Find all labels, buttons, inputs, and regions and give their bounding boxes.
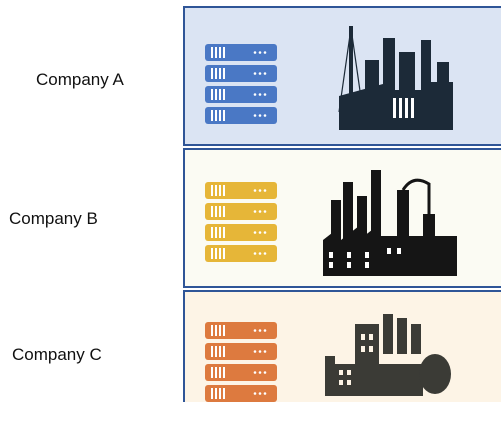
company-c-label: Company C: [12, 345, 102, 364]
server-icon: [205, 322, 277, 402]
company-b-label: Company B: [9, 209, 98, 228]
factory-icon: [338, 26, 453, 130]
server-icon: [205, 182, 277, 262]
factory-icon: [325, 314, 451, 396]
company-c-panel: [183, 290, 501, 402]
factory-icon: [323, 170, 457, 276]
company-a-label: Company A: [36, 70, 124, 89]
server-icon: [205, 44, 277, 124]
company-b-panel: [183, 148, 501, 288]
company-a-panel: [183, 6, 501, 146]
